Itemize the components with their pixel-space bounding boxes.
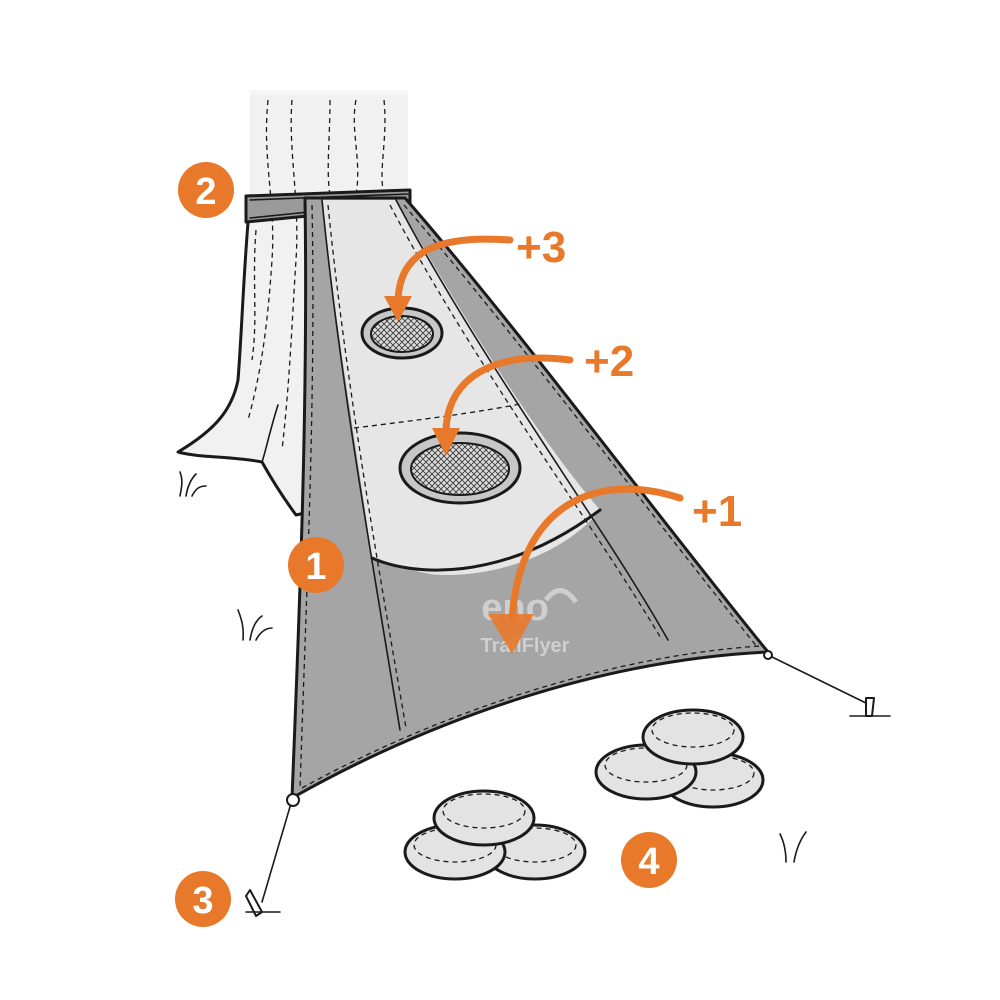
guy-line-left <box>245 793 300 917</box>
score-arrow-3 <box>384 235 514 322</box>
badge-2: 2 <box>178 162 234 218</box>
disc-stack-left <box>403 789 587 881</box>
score-arrow-2 <box>432 354 574 456</box>
badge-1: 1 <box>288 537 344 593</box>
disc <box>432 789 536 847</box>
score-arrow-1 <box>488 485 684 654</box>
hole-top <box>360 306 444 360</box>
guy-line-right <box>763 650 891 717</box>
disc <box>641 708 745 766</box>
svg-text:4: 4 <box>638 841 659 883</box>
disc-stack-right <box>594 708 765 809</box>
svg-text:TrailFlyer: TrailFlyer <box>481 635 570 657</box>
badge-4: 4 <box>621 832 677 888</box>
badge-3: 3 <box>175 871 231 927</box>
svg-text:2: 2 <box>195 171 216 213</box>
tree-trunk <box>176 90 408 517</box>
trailflyer-board: eno TrailFlyer <box>290 196 770 800</box>
grass-tufts <box>179 471 807 863</box>
score-label-3: +3 <box>516 223 566 272</box>
hole-middle <box>398 431 522 505</box>
svg-text:3: 3 <box>192 880 213 922</box>
score-label-1: +1 <box>692 487 742 536</box>
score-label-2: +2 <box>584 337 634 386</box>
svg-text:1: 1 <box>305 546 326 588</box>
